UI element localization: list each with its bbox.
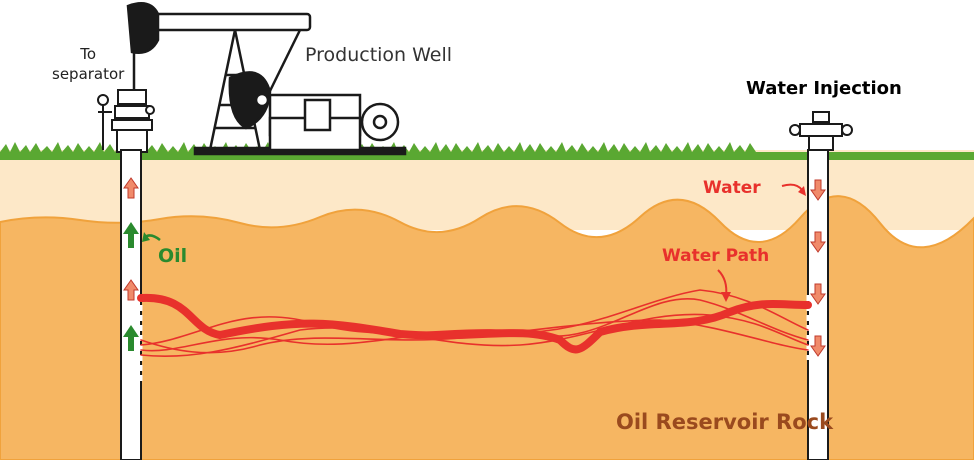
red-up-arrows (123, 177, 139, 301)
water-down-arrow (810, 231, 826, 253)
water-paths (137, 289, 812, 358)
red-up-arrow (123, 279, 139, 301)
to-separator-line1: To (80, 45, 97, 63)
water-path-label: Water Path (662, 246, 770, 266)
oil-arrows (123, 222, 139, 351)
to-separator-label: To separator (52, 44, 124, 84)
oil-label: Oil (158, 245, 188, 267)
water-streamline (140, 289, 809, 352)
water-injection-label: Water Injection (746, 78, 902, 99)
water-label: Water (703, 178, 761, 198)
production-well-label: Production Well (305, 44, 453, 66)
injection-wellhead (789, 111, 853, 151)
grass-strip (0, 142, 974, 160)
counterweight (228, 71, 272, 130)
horse-head (126, 2, 160, 54)
water-curve-arrowhead (798, 186, 806, 196)
oil-up-arrow (123, 325, 139, 351)
red-up-arrow (123, 177, 139, 199)
to-separator-line2: separator (52, 65, 125, 83)
pump-jack (126, 2, 407, 156)
production-wellhead (97, 89, 155, 153)
oil-curve-arrowhead (142, 232, 150, 242)
reservoir-rock-layer (0, 195, 974, 460)
water-down-arrow (810, 179, 826, 201)
water-curve-arrow (781, 183, 803, 191)
reservoir-rock-label: Oil Reservoir Rock (616, 410, 834, 434)
water-down-arrow (810, 335, 826, 357)
water-down-arrows (810, 179, 826, 357)
water-down-arrow (810, 283, 826, 305)
water-path-pointer-head (721, 292, 731, 302)
water-streamline (140, 298, 809, 346)
water-streamline (140, 313, 809, 358)
oil-up-arrow (123, 222, 139, 248)
water-streamline (140, 319, 809, 354)
